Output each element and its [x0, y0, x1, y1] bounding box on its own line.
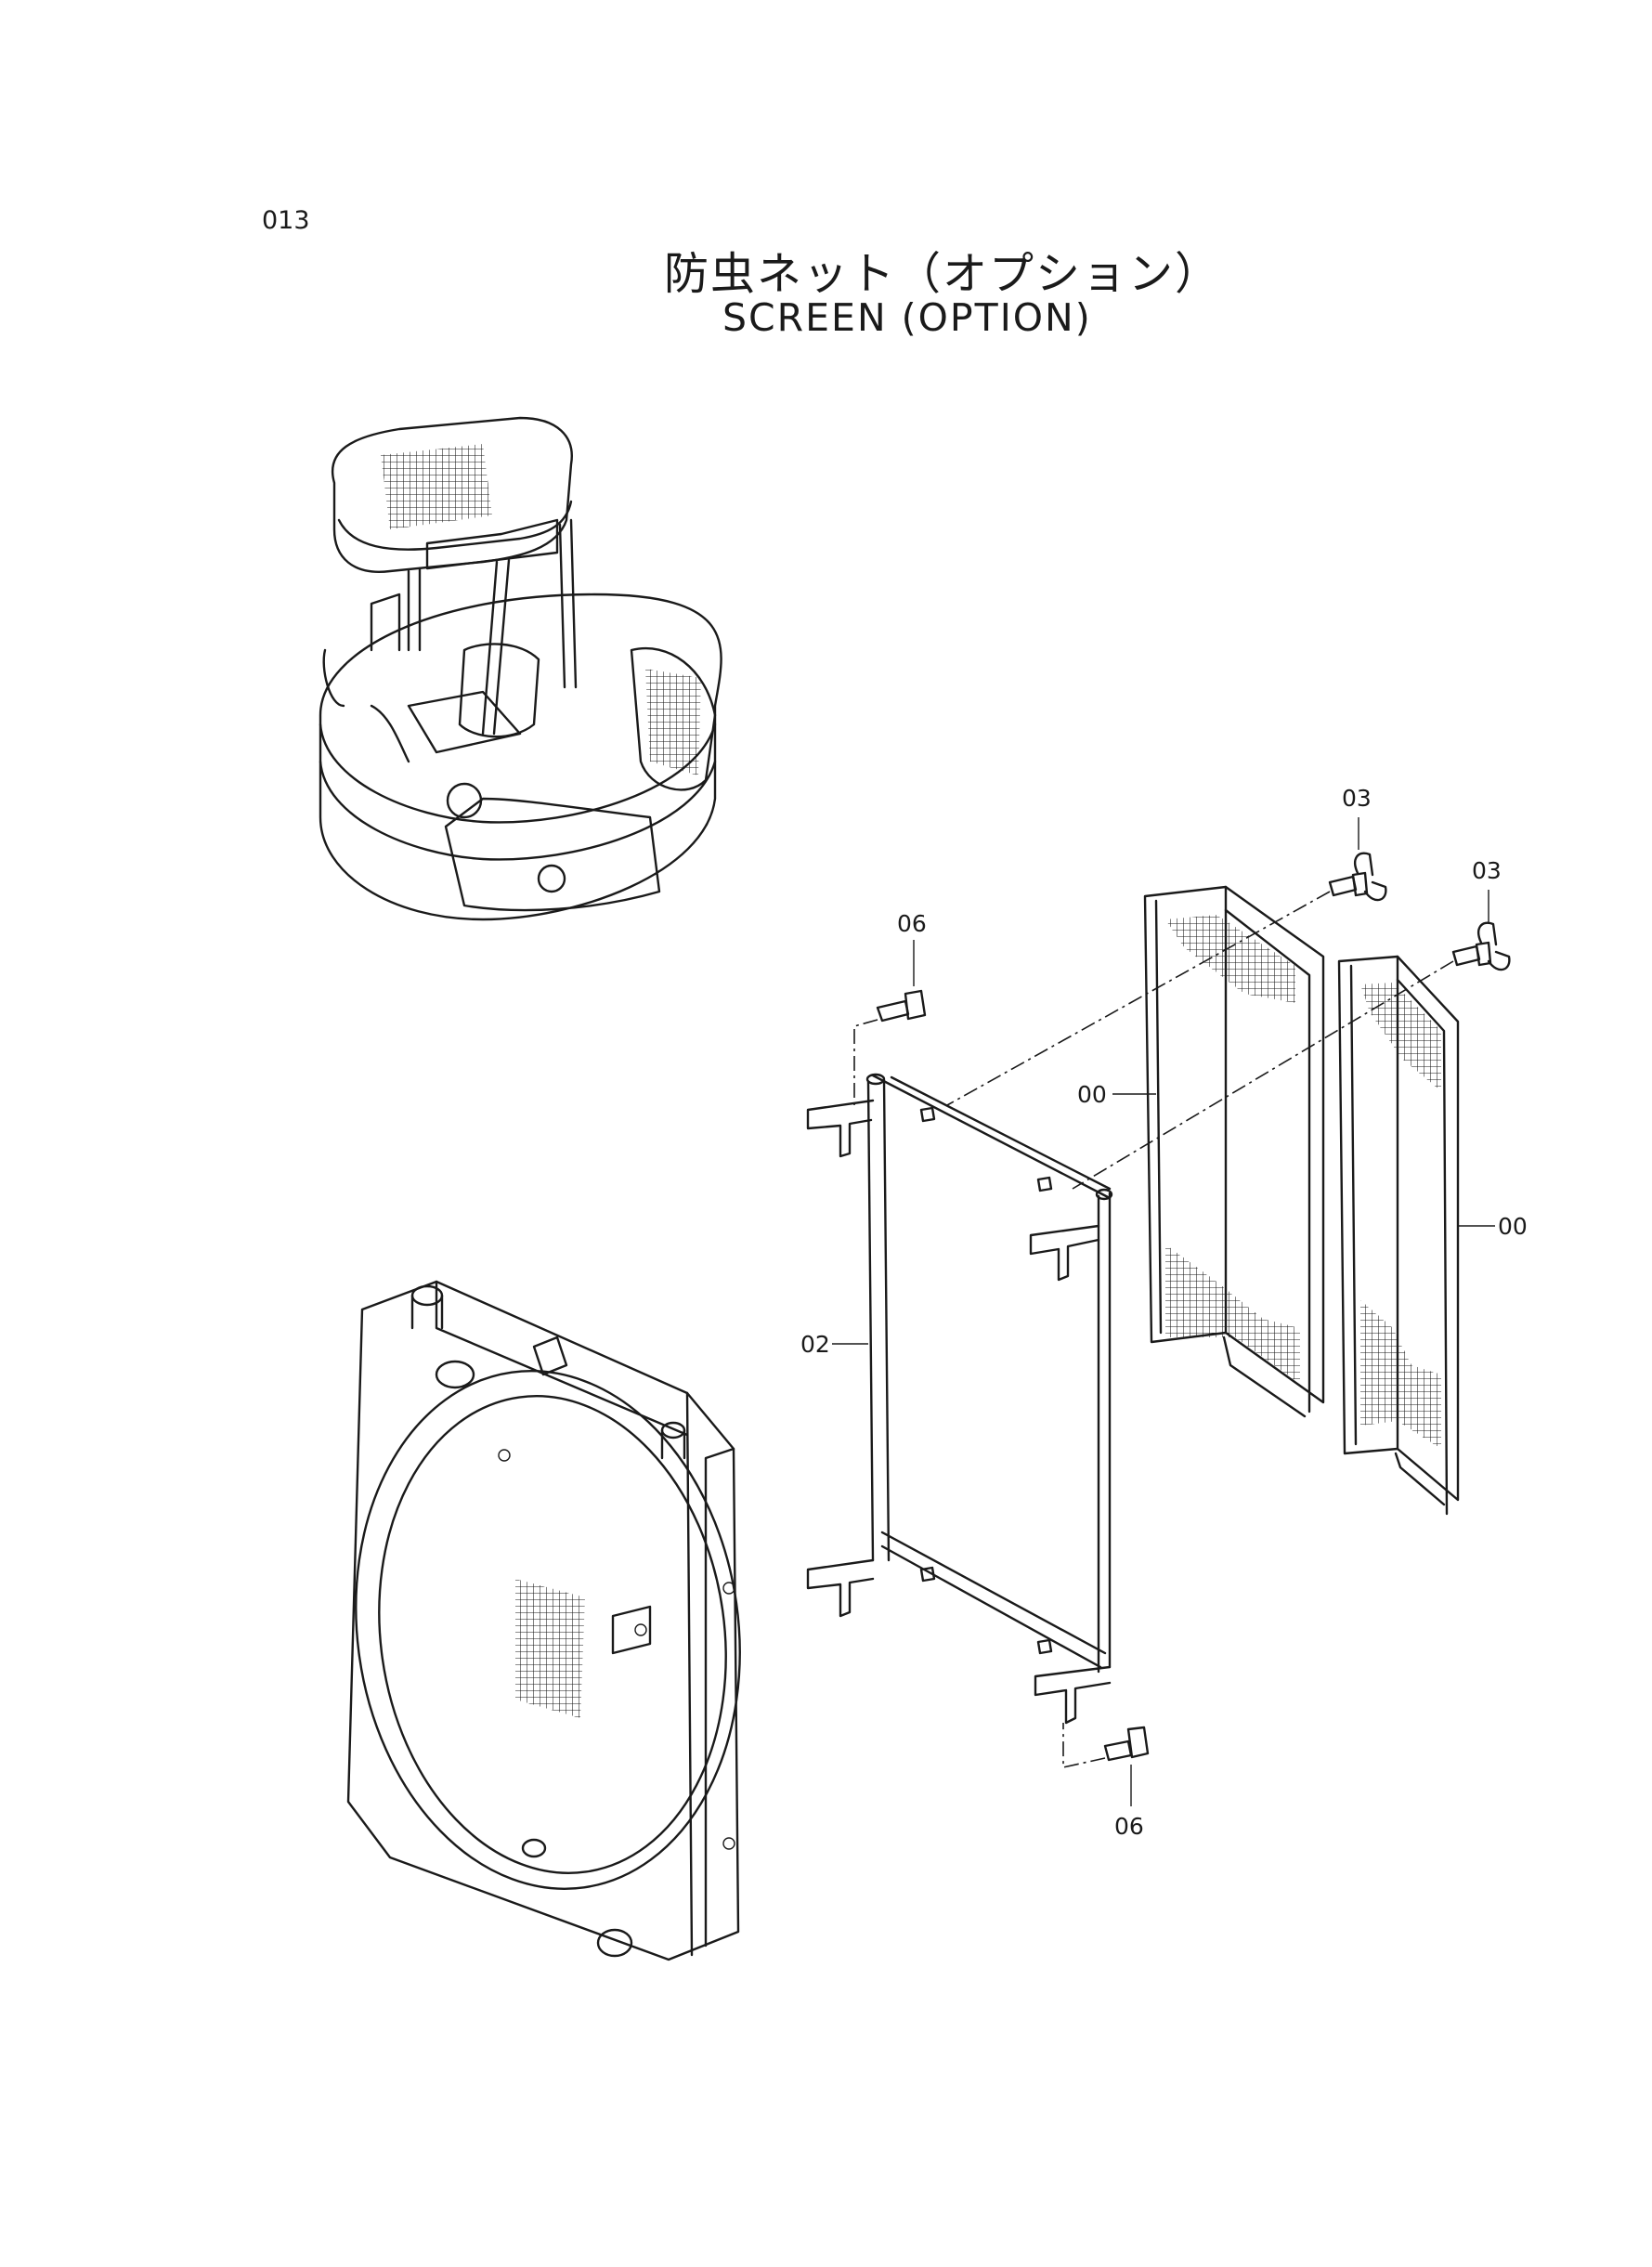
wing-bolt-icon — [1328, 852, 1511, 971]
callout-frame: 02 — [800, 1331, 830, 1358]
excavator-canopy-icon — [319, 416, 722, 921]
callout-screen-b: 00 — [1498, 1213, 1528, 1240]
radiator-icon — [346, 1280, 741, 1961]
page-number: 013 — [262, 206, 310, 235]
callout-wing-bolt-a: 03 — [1342, 785, 1372, 812]
callout-screen-a: 00 — [1077, 1081, 1107, 1108]
page-title: SCREEN (OPTION) — [722, 295, 1092, 340]
callout-wing-bolt-b: 03 — [1472, 857, 1502, 884]
callout-bolt-top: 06 — [897, 910, 927, 937]
mesh-screen-icon — [1143, 885, 1460, 1516]
screen-frame-icon — [806, 1073, 1113, 1725]
page-title-japanese: 防虫ネット（オプション） — [664, 248, 1222, 300]
bolt-icon — [876, 989, 1150, 1762]
callout-bolt-bottom: 06 — [1114, 1813, 1144, 1840]
